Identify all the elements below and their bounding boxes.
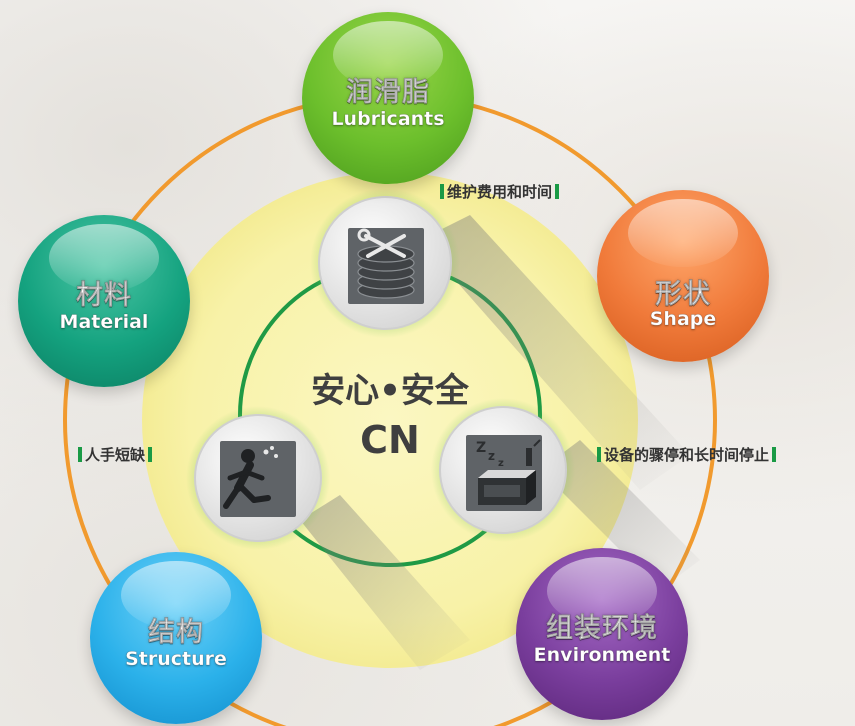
svg-text:z: z: [498, 458, 504, 469]
note-bar: [772, 447, 777, 462]
bubble-gloss: [546, 556, 658, 626]
badge-maintenance: [310, 188, 460, 338]
bubble-label-en: Environment: [533, 644, 671, 666]
bubble-material: 材料 Material: [18, 215, 190, 387]
badge-shadow-left: [300, 495, 470, 670]
note-bar: [597, 447, 601, 462]
bubble-label-zh: 组装环境: [546, 613, 658, 645]
center-title: 安心•安全: [311, 371, 469, 411]
bubble-label-en: Lubricants: [331, 108, 445, 130]
center-subtitle: CN: [360, 418, 420, 462]
note-bar: [148, 447, 153, 462]
badge-downtime: Z z z: [431, 398, 575, 542]
bubble-environment: 组装环境 Environment: [516, 548, 688, 720]
bubble-label-en: Structure: [125, 648, 227, 670]
bubble-lubricants: 润滑脂 Lubricants: [302, 12, 474, 184]
svg-text:Z: Z: [476, 440, 486, 456]
svg-text:z: z: [488, 449, 495, 463]
bubble-gloss: [627, 198, 739, 268]
note-bar: [555, 184, 560, 199]
bubble-shape: 形状 Shape: [597, 190, 769, 362]
bubble-label-zh: 材料: [76, 280, 132, 312]
bubble-gloss: [332, 20, 444, 90]
note-bar: [440, 184, 444, 199]
note-text: 设备的骤停和长时间停止: [604, 446, 770, 464]
badge-shadow-top: [420, 215, 690, 490]
bubble-label-zh: 润滑脂: [346, 77, 430, 109]
bubble-label-zh: 形状: [655, 279, 711, 311]
bubble-label-en: Material: [59, 311, 149, 333]
note-text: 人手短缺: [85, 446, 146, 464]
badge-labor: [186, 406, 330, 550]
badge-shadow-right: [540, 440, 700, 590]
note-maintenance-cost: 维护费用和时间: [437, 181, 562, 202]
note-equipment-downtime: 设备的骤停和长时间停止: [594, 444, 779, 465]
note-text: 维护费用和时间: [447, 183, 553, 201]
bubble-gloss: [48, 223, 160, 293]
note-bar: [78, 447, 82, 462]
bubble-label-zh: 结构: [148, 617, 204, 649]
bubble-gloss: [120, 560, 232, 630]
note-labor-shortage: 人手短缺: [75, 444, 155, 465]
bubble-label-en: Shape: [649, 308, 717, 330]
bubble-structure: 结构 Structure: [90, 552, 262, 724]
